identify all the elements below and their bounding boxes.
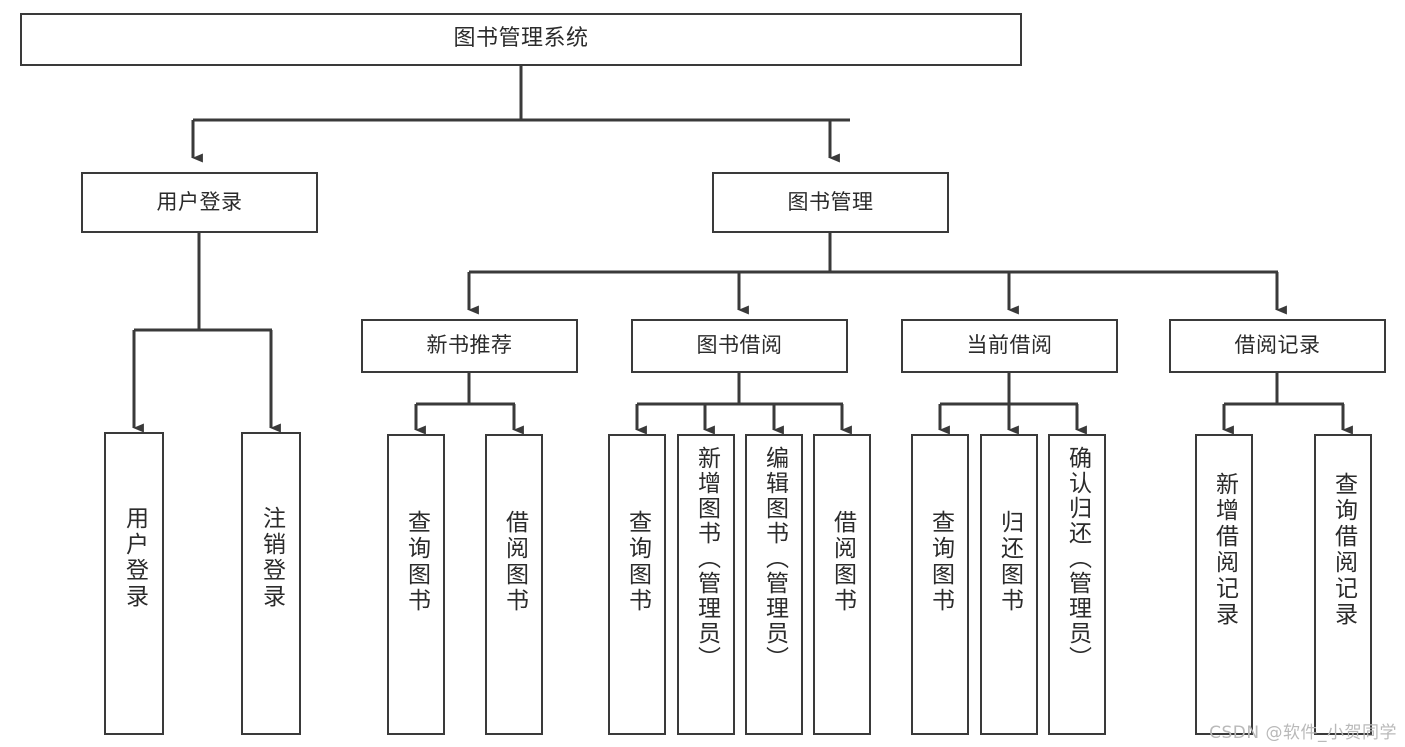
leaf-query-book-2-label: 查询图书 [624, 510, 651, 614]
leaf-add-record[interactable]: 新增借阅记录 [1195, 434, 1253, 735]
node-borrow-record[interactable]: 借阅记录 [1169, 319, 1386, 373]
leaf-borrow-book-2-label: 借阅图书 [829, 510, 856, 614]
node-book-manage-label: 图书管理 [787, 189, 874, 214]
leaf-logout-login[interactable]: 注销登录 [241, 432, 301, 735]
leaf-borrow-book-2[interactable]: 借阅图书 [813, 434, 871, 735]
leaf-add-book[interactable]: 新增图书（管理员） [677, 434, 735, 735]
node-borrow-record-label: 借阅记录 [1234, 333, 1321, 358]
leaf-query-book-2[interactable]: 查询图书 [608, 434, 666, 735]
node-user-login-label: 用户登录 [156, 189, 243, 214]
leaf-confirm-return[interactable]: 确认归还（管理员） [1048, 434, 1106, 735]
node-current-borrow[interactable]: 当前借阅 [901, 319, 1118, 373]
node-current-borrow-label: 当前借阅 [966, 333, 1053, 358]
leaf-add-book-label: 新增图书（管理员） [693, 446, 720, 671]
leaf-query-record-label: 查询借阅记录 [1330, 472, 1357, 628]
leaf-query-book-1[interactable]: 查询图书 [387, 434, 445, 735]
leaf-borrow-book-1[interactable]: 借阅图书 [485, 434, 543, 735]
leaf-return-book-label: 归还图书 [996, 510, 1023, 614]
node-new-book-recommend-label: 新书推荐 [426, 333, 513, 358]
leaf-confirm-return-label: 确认归还（管理员） [1064, 446, 1091, 671]
leaf-add-record-label: 新增借阅记录 [1211, 472, 1238, 628]
node-user-login[interactable]: 用户登录 [81, 172, 318, 233]
leaf-query-book-1-label: 查询图书 [403, 510, 430, 614]
node-book-manage[interactable]: 图书管理 [712, 172, 949, 233]
leaf-user-login[interactable]: 用户登录 [104, 432, 164, 735]
node-root-label: 图书管理系统 [453, 26, 589, 52]
leaf-query-book-3-label: 查询图书 [927, 510, 954, 614]
node-book-borrow[interactable]: 图书借阅 [631, 319, 848, 373]
leaf-query-record[interactable]: 查询借阅记录 [1314, 434, 1372, 735]
csdn-watermark: CSDN @软件_小贺同学 [1209, 723, 1397, 743]
leaf-user-login-label: 用户登录 [121, 506, 148, 610]
leaf-edit-book-label: 编辑图书（管理员） [761, 446, 788, 671]
node-book-borrow-label: 图书借阅 [696, 333, 783, 358]
leaf-borrow-book-1-label: 借阅图书 [501, 510, 528, 614]
leaf-edit-book[interactable]: 编辑图书（管理员） [745, 434, 803, 735]
leaf-return-book[interactable]: 归还图书 [980, 434, 1038, 735]
leaf-logout-login-label: 注销登录 [258, 506, 285, 610]
leaf-query-book-3[interactable]: 查询图书 [911, 434, 969, 735]
node-new-book-recommend[interactable]: 新书推荐 [361, 319, 578, 373]
node-root[interactable]: 图书管理系统 [20, 13, 1022, 66]
